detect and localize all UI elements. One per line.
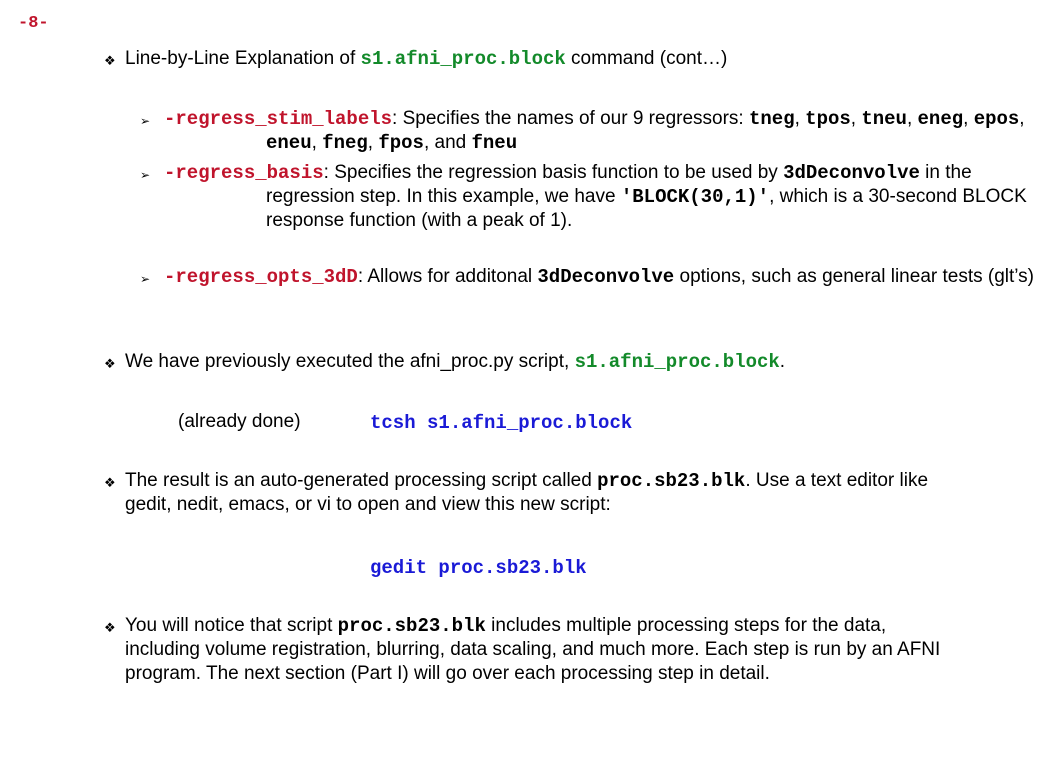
diamond-bullet-icon: ❖ — [104, 53, 116, 68]
bullet-processing-steps: You will notice that script proc.sb23.bl… — [125, 615, 941, 684]
diamond-bullet-icon: ❖ — [104, 356, 116, 371]
gedit-command: gedit proc.sb23.blk — [370, 557, 587, 579]
bullet-previously-executed: We have previously executed the afni_pro… — [125, 351, 786, 373]
option-regress-basis: -regress_basis — [164, 162, 324, 184]
bullet-auto-generated: The result is an auto-generated processi… — [125, 470, 929, 515]
arrow-bullet-icon: ➢ — [140, 272, 151, 286]
page-number: -8- — [18, 14, 49, 33]
code-proc-sb23-blk: proc.sb23.blk — [597, 470, 746, 492]
sub-regress-stim-labels: -regress_stim_labels: Specifies the name… — [164, 108, 1025, 154]
code-proc-sb23-blk: proc.sb23.blk — [337, 615, 486, 637]
sub-regress-basis: -regress_basis: Specifies the regression… — [164, 162, 1027, 231]
arrow-bullet-icon: ➢ — [140, 168, 151, 182]
sub-regress-opts-3dd: -regress_opts_3dD: Allows for additonal … — [164, 266, 1034, 288]
code-s1-afni-proc-block: s1.afni_proc.block — [360, 48, 566, 70]
arrow-bullet-icon: ➢ — [140, 114, 151, 128]
bullet-line-by-line: Line-by-Line Explanation of s1.afni_proc… — [125, 48, 728, 70]
diamond-bullet-icon: ❖ — [104, 620, 116, 635]
already-done-label: (already done) — [178, 411, 301, 432]
option-regress-stim-labels: -regress_stim_labels — [164, 108, 393, 130]
option-regress-opts-3dd: -regress_opts_3dD — [164, 266, 358, 288]
code-s1-afni-proc-block: s1.afni_proc.block — [574, 351, 780, 373]
tcsh-command: tcsh s1.afni_proc.block — [370, 412, 633, 434]
diamond-bullet-icon: ❖ — [104, 475, 116, 490]
